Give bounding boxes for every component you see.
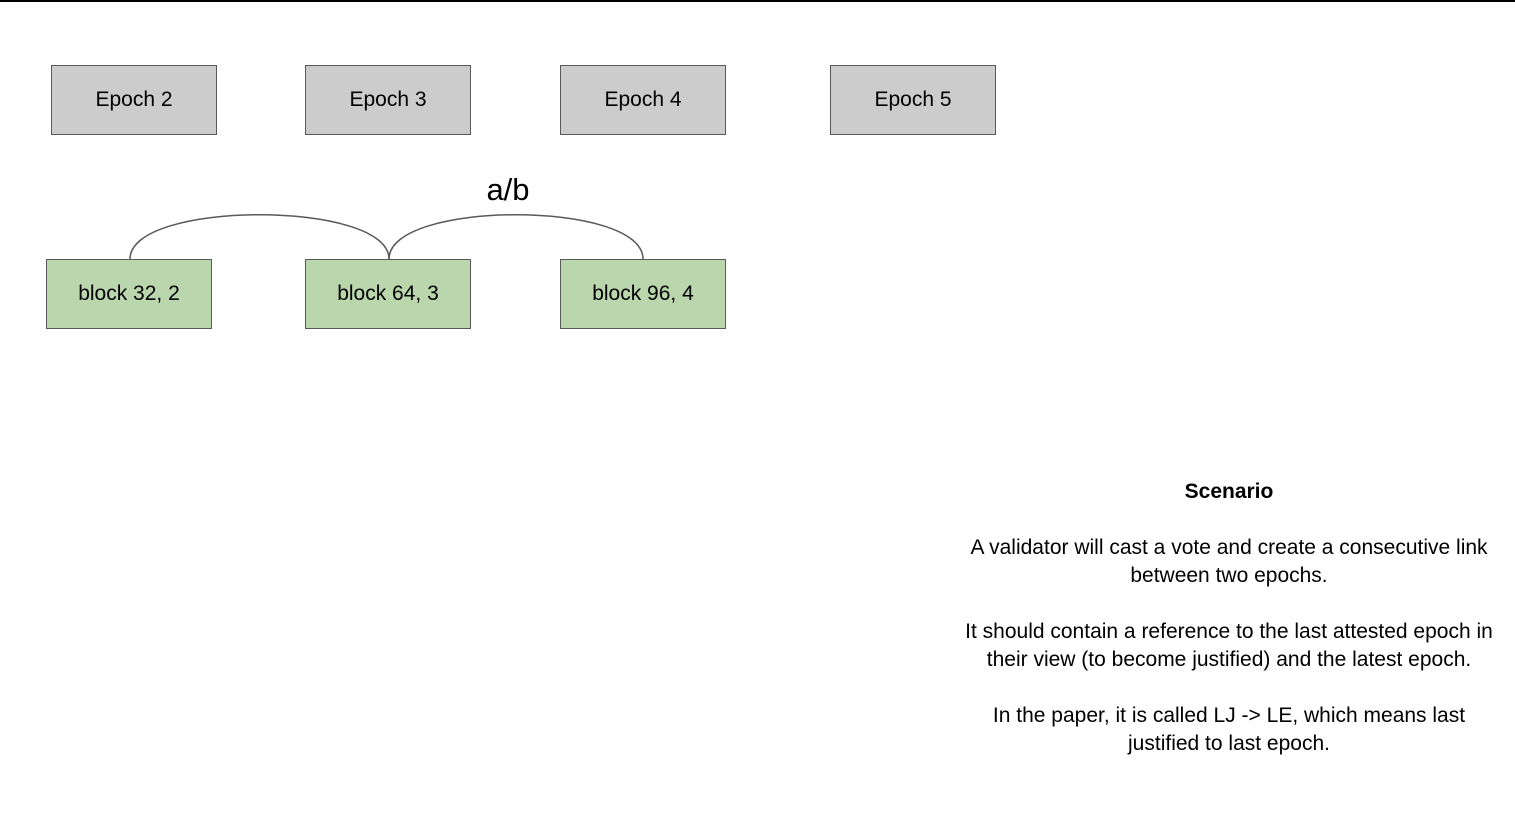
scenario-panel: Scenario A validator will cast a vote an…	[965, 478, 1493, 758]
block-96-label: block 96, 4	[592, 282, 694, 305]
epoch-3-box: Epoch 3	[305, 65, 471, 135]
epoch-4-box: Epoch 4	[560, 65, 726, 135]
block-32-box: block 32, 2	[46, 259, 212, 329]
epoch-2-label: Epoch 2	[95, 88, 173, 111]
epoch-5-box: Epoch 5	[830, 65, 996, 135]
block-64-label: block 64, 3	[337, 282, 439, 305]
epoch-5-label: Epoch 5	[874, 88, 952, 111]
scenario-paragraph-1: A validator will cast a vote and create …	[970, 536, 1488, 587]
link-arc-64-96	[388, 214, 644, 260]
scenario-title: Scenario	[1184, 480, 1274, 503]
link-label: a/b	[486, 172, 530, 207]
top-border-line	[0, 0, 1515, 2]
epoch-3-label: Epoch 3	[349, 88, 427, 111]
epoch-2-box: Epoch 2	[51, 65, 217, 135]
link-arc-32-64	[129, 214, 390, 260]
block-32-label: block 32, 2	[78, 282, 180, 305]
scenario-paragraph-3: In the paper, it is called LJ -> LE, whi…	[992, 704, 1466, 755]
block-64-box: block 64, 3	[305, 259, 471, 329]
scenario-paragraph-2: It should contain a reference to the las…	[965, 620, 1493, 671]
epoch-4-label: Epoch 4	[604, 88, 682, 111]
block-96-box: block 96, 4	[560, 259, 726, 329]
